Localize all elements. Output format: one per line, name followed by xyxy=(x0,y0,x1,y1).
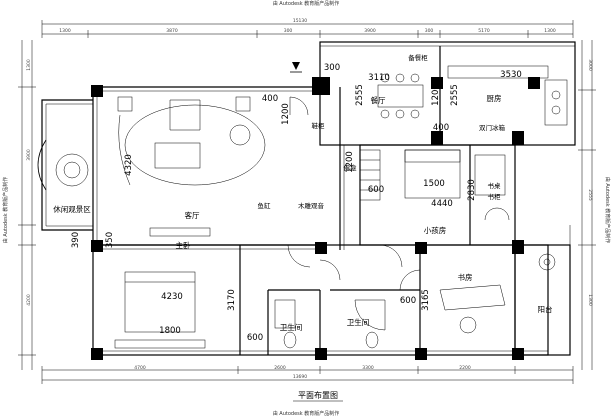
room-bath1-label: 卫生间 xyxy=(280,322,303,332)
room-bath2-label: 卫生间 xyxy=(347,317,370,327)
top-seg-5: 300 xyxy=(425,28,434,34)
right-dim-1: 3000 xyxy=(587,59,593,71)
dim-study-3165: 3165 xyxy=(421,289,431,311)
left-dimensions xyxy=(18,40,36,370)
dim-bath-600a: 600 xyxy=(247,333,263,343)
dim-kids-600: 600 xyxy=(368,185,384,195)
watermark-top: 由 Autodesk 教育版产品制作 xyxy=(273,0,340,7)
room-master-label: 主卧 xyxy=(176,240,191,250)
bottom-seg-3: 2600 xyxy=(274,365,286,371)
left-dim-1: 1300 xyxy=(26,59,32,71)
left-dim-2: 3900 xyxy=(26,149,32,161)
bottom-seg-7: 2200 xyxy=(459,365,471,371)
label-fridge: 双门冰箱 xyxy=(479,123,506,132)
room-kitchen-label: 厨房 xyxy=(487,93,502,103)
top-seg-3: 300 xyxy=(284,28,293,34)
dim-master-3170: 3170 xyxy=(227,289,237,311)
stair-arrow-icon xyxy=(290,62,302,73)
dim-master-4230: 4230 xyxy=(161,292,183,302)
label-closet: 佛龛 xyxy=(344,163,358,172)
top-seg-6: 5170 xyxy=(478,28,490,34)
dim-400b: 400 xyxy=(433,123,449,133)
watermark-bottom: 由 Autodesk 教育版产品制作 xyxy=(273,410,340,417)
label-desk: 书桌 xyxy=(488,181,502,190)
dim-400a: 400 xyxy=(262,94,278,104)
room-balcony-label: 阳台 xyxy=(538,304,553,314)
overall-top-dim: 15130 xyxy=(293,18,307,24)
label-shoe-cabinet: 鞋柜 xyxy=(312,121,326,130)
dim-left-350: 350 xyxy=(105,232,115,248)
dim-bath-600b: 600 xyxy=(400,296,416,306)
dim-300a: 300 xyxy=(324,63,340,73)
label-fish-tank: 鱼缸 xyxy=(258,201,272,210)
dim-left-390: 390 xyxy=(71,232,81,248)
dim-1200a: 1200 xyxy=(281,103,291,125)
top-seg-4: 3900 xyxy=(364,28,376,34)
columns xyxy=(91,77,540,360)
drawing-title: 平面布置图 xyxy=(298,390,338,400)
dim-kitchen-height: 2555 xyxy=(450,84,460,106)
label-sideboard: 备餐柜 xyxy=(408,53,428,62)
room-kids-label: 小孩房 xyxy=(424,225,447,235)
left-dim-4: 4200 xyxy=(26,294,32,306)
top-seg-2: 3870 xyxy=(166,28,178,34)
dim-kids-1500: 1500 xyxy=(423,179,445,189)
dim-master-1800: 1800 xyxy=(159,326,181,336)
bottom-seg-5: 3300 xyxy=(362,365,374,371)
room-leisure-label: 休闲观景区 xyxy=(53,204,91,214)
dim-1200b: 1200 xyxy=(431,84,441,106)
dim-kitchen-width: 3530 xyxy=(500,70,522,80)
room-living-label: 客厅 xyxy=(185,210,200,220)
overall-bottom-dim: 13690 xyxy=(293,374,307,380)
furniture xyxy=(55,65,568,349)
dim-kids-4440: 4440 xyxy=(431,199,453,209)
room-study-label: 书房 xyxy=(458,272,473,282)
bottom-dimensions xyxy=(41,366,574,384)
bottom-seg-1: 4700 xyxy=(134,365,146,371)
right-dim-2: 2555 xyxy=(587,189,593,201)
dim-kids-1200: 1200 xyxy=(345,151,355,173)
right-dimensions xyxy=(578,40,596,370)
top-seg-1: 1300 xyxy=(59,28,71,34)
dim-dining-width: 3110 xyxy=(368,73,390,83)
room-dining-label: 餐厅 xyxy=(371,96,386,105)
right-dim-3: 1300 xyxy=(587,294,593,306)
dim-living-4320: 4320 xyxy=(124,154,134,176)
watermark-left: 由 Autodesk 教育版产品制作 xyxy=(2,177,9,244)
top-seg-8: 1300 xyxy=(544,28,556,34)
top-dimensions xyxy=(41,20,574,38)
dim-dining-height: 2555 xyxy=(355,84,365,106)
dim-kids-2830: 2830 xyxy=(467,179,477,201)
label-carved-statue: 木雕观音 xyxy=(298,201,325,210)
label-bookcase: 书柜 xyxy=(488,192,502,201)
watermark-right: 由 Autodesk 教育版产品制作 xyxy=(604,177,611,244)
